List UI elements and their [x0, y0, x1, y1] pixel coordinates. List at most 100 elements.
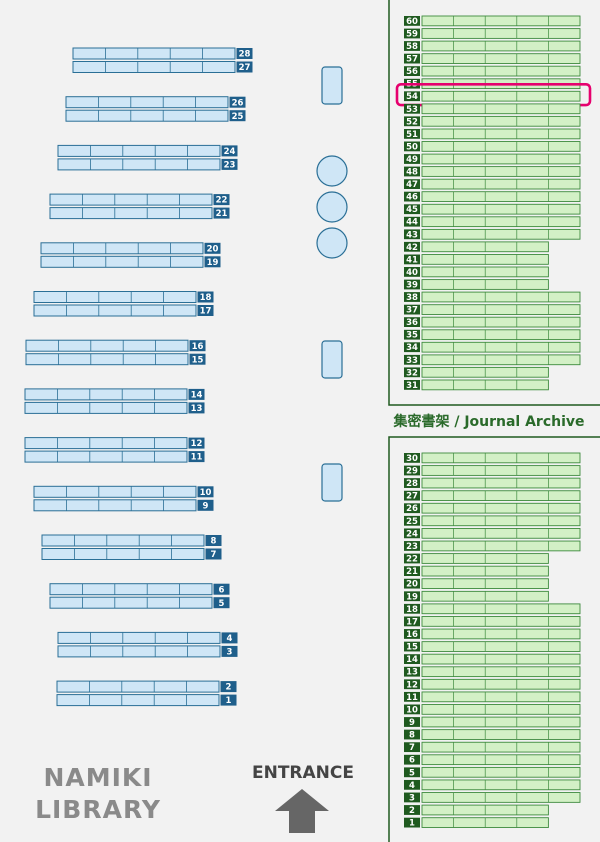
journal-shelf-row[interactable]: [421, 53, 581, 64]
shelf-row[interactable]: [49, 583, 213, 596]
journal-shelf-row[interactable]: [421, 103, 581, 115]
journal-shelf-row[interactable]: [421, 166, 581, 177]
shelf-row[interactable]: [24, 401, 188, 414]
shelf-unit[interactable]: 109: [33, 485, 214, 512]
journal-shelf-row[interactable]: [421, 766, 581, 778]
journal-shelf-row[interactable]: [421, 716, 581, 728]
shelf-row[interactable]: [57, 158, 221, 171]
shelf-row[interactable]: [24, 388, 188, 401]
journal-shelf-row[interactable]: [421, 40, 581, 52]
journal-shelf-row[interactable]: [421, 291, 581, 303]
journal-shelf-row[interactable]: [421, 304, 581, 315]
journal-shelf-unit[interactable]: 109: [404, 704, 581, 729]
journal-shelf-row[interactable]: [421, 741, 581, 753]
shelf-row[interactable]: [40, 255, 204, 268]
shelf-row[interactable]: [56, 694, 220, 707]
shelf-row[interactable]: [41, 548, 205, 560]
journal-shelf-row[interactable]: [421, 779, 581, 791]
shelf-row[interactable]: [25, 353, 189, 366]
journal-shelf-row[interactable]: [421, 28, 581, 39]
journal-shelf-row[interactable]: [421, 515, 581, 527]
journal-shelf-row[interactable]: [421, 341, 581, 353]
journal-shelf-row[interactable]: [421, 653, 581, 665]
journal-shelf-row[interactable]: [421, 691, 581, 703]
journal-shelf-row[interactable]: [421, 65, 581, 77]
shelf-row[interactable]: [33, 499, 197, 512]
journal-shelf-row[interactable]: [421, 203, 581, 215]
shelf-row[interactable]: [33, 485, 197, 498]
shelf-row[interactable]: [24, 450, 188, 463]
journal-shelf-row[interactable]: [421, 666, 581, 678]
shelf-row[interactable]: [49, 193, 213, 206]
journal-shelf-row[interactable]: [421, 15, 581, 27]
journal-shelf-row[interactable]: [421, 465, 581, 476]
journal-shelf-row[interactable]: [421, 228, 581, 240]
journal-shelf-row[interactable]: [421, 490, 581, 502]
journal-shelf-row[interactable]: [421, 792, 581, 803]
journal-shelf-row[interactable]: [421, 616, 581, 627]
shelf-unit[interactable]: 87: [41, 534, 222, 560]
shelf-row[interactable]: [57, 144, 221, 157]
journal-shelf-row[interactable]: [421, 115, 581, 127]
journal-shelf-row[interactable]: [421, 641, 581, 652]
journal-shelf-unit[interactable]: 65: [404, 754, 581, 779]
shelf-row[interactable]: [49, 596, 213, 609]
journal-shelf-row[interactable]: [421, 729, 581, 740]
journal-shelf-row[interactable]: [421, 452, 581, 464]
journal-shelf-row[interactable]: [421, 528, 581, 539]
journal-shelf-unit[interactable]: 21: [404, 804, 549, 829]
journal-shelf-unit[interactable]: 43: [404, 779, 581, 804]
shelf-row[interactable]: [49, 207, 213, 220]
shelf-row[interactable]: [25, 339, 189, 352]
shelf-row[interactable]: [65, 96, 229, 109]
shelf-row[interactable]: [33, 291, 197, 303]
shelf-row[interactable]: [65, 109, 229, 122]
journal-shelf-row[interactable]: [421, 628, 581, 640]
journal-shelf-row[interactable]: [421, 191, 581, 202]
shelf-unit[interactable]: 43: [57, 631, 238, 658]
journal-shelf-row[interactable]: [421, 678, 581, 690]
journal-shelf-row[interactable]: [421, 153, 581, 165]
shelf-row[interactable]: [72, 61, 236, 73]
journal-shelf-unit[interactable]: 87: [404, 729, 581, 754]
shelf-unit[interactable]: 21: [56, 680, 237, 707]
journal-shelf-row[interactable]: [421, 754, 581, 766]
journal-shelf-row[interactable]: [421, 216, 581, 228]
shelf-row[interactable]: [56, 680, 220, 693]
journal-shelf-row[interactable]: [421, 329, 581, 341]
journal-shelf-row[interactable]: [421, 90, 581, 102]
shelf-row[interactable]: [57, 631, 221, 644]
journal-shelf-row[interactable]: [421, 316, 581, 328]
journal-shelf-row[interactable]: [421, 603, 581, 615]
